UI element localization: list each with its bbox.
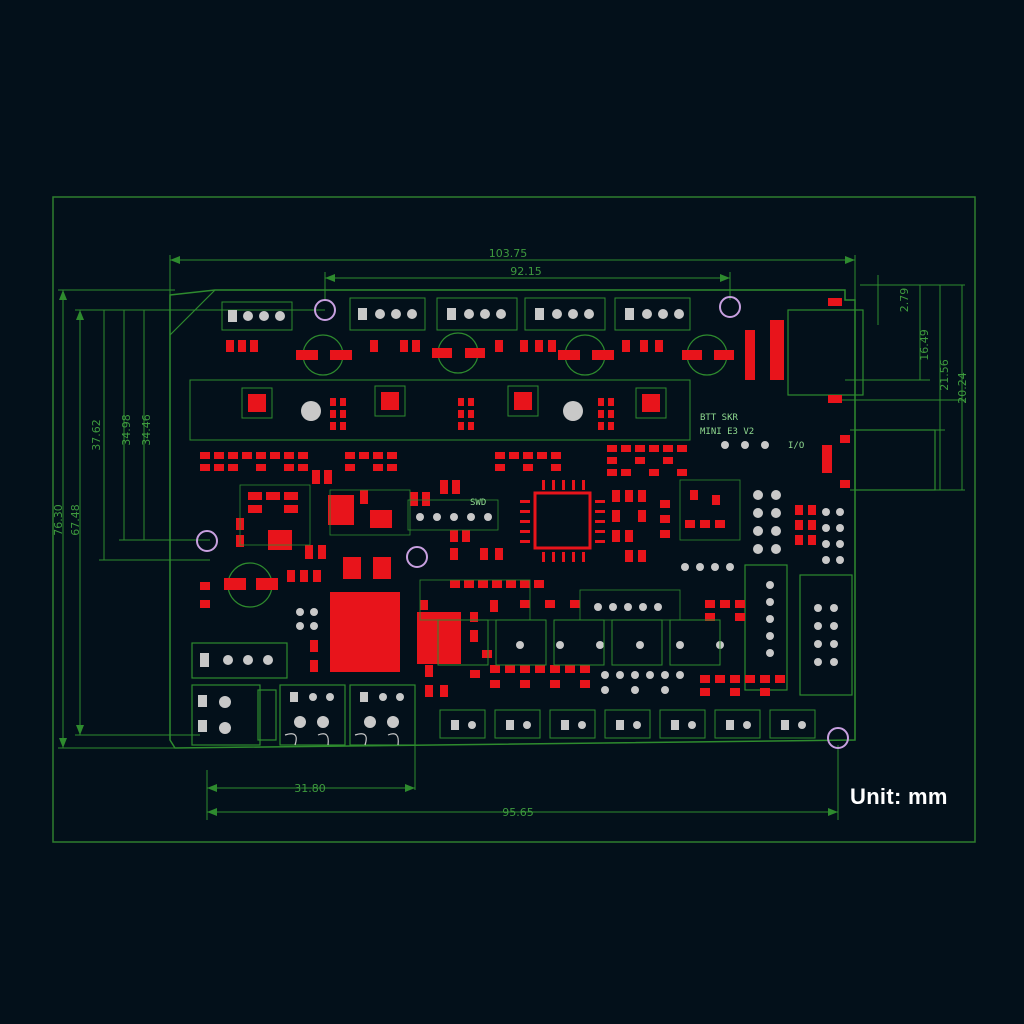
stepper-drivers [189,379,691,441]
mounting-holes [196,296,849,749]
dim-right-mid2: 21.56 [938,359,951,391]
unit-label: Unit: mm [850,784,948,809]
dim-height-mid2: 34.98 [120,414,133,446]
dim-height-mid: 37.62 [90,419,103,451]
dimension-lines [58,255,965,820]
bottom-connector-row [437,619,816,739]
dim-height-inner: 67.48 [69,504,82,536]
io-label: I/O [788,441,804,451]
power-mosfets [268,495,461,672]
dim-width-inner: 92.15 [510,265,542,278]
header-pins [296,513,734,694]
silkscreen-outlines [239,479,741,621]
dim-right-mid3: 20.24 [956,372,969,404]
dim-bottom-long: 95.65 [502,806,534,819]
smd-components [200,445,816,697]
dim-right-mid1: 16.49 [918,329,931,361]
board-outline [169,289,856,749]
capacitor-row [224,332,734,608]
right-connectors [721,298,936,696]
dimension-arrows [59,256,855,816]
dim-right-top: 2.79 [898,288,911,313]
top-connectors [221,297,691,331]
dim-bottom-short: 31.80 [294,782,326,795]
swd-label: SWD [470,498,486,508]
dim-height-mid3: 34.46 [140,414,153,446]
model-label: MINI E3 V2 [700,427,754,437]
mcu-chip [520,480,605,562]
dim-width-top: 103.75 [489,247,528,260]
dim-height-outer: 76.30 [52,504,65,536]
bottom-power-terminals [191,642,416,746]
brand-label: BTT SKR [700,413,739,423]
board-chamfer [169,289,216,336]
drawing-frame [52,196,976,843]
